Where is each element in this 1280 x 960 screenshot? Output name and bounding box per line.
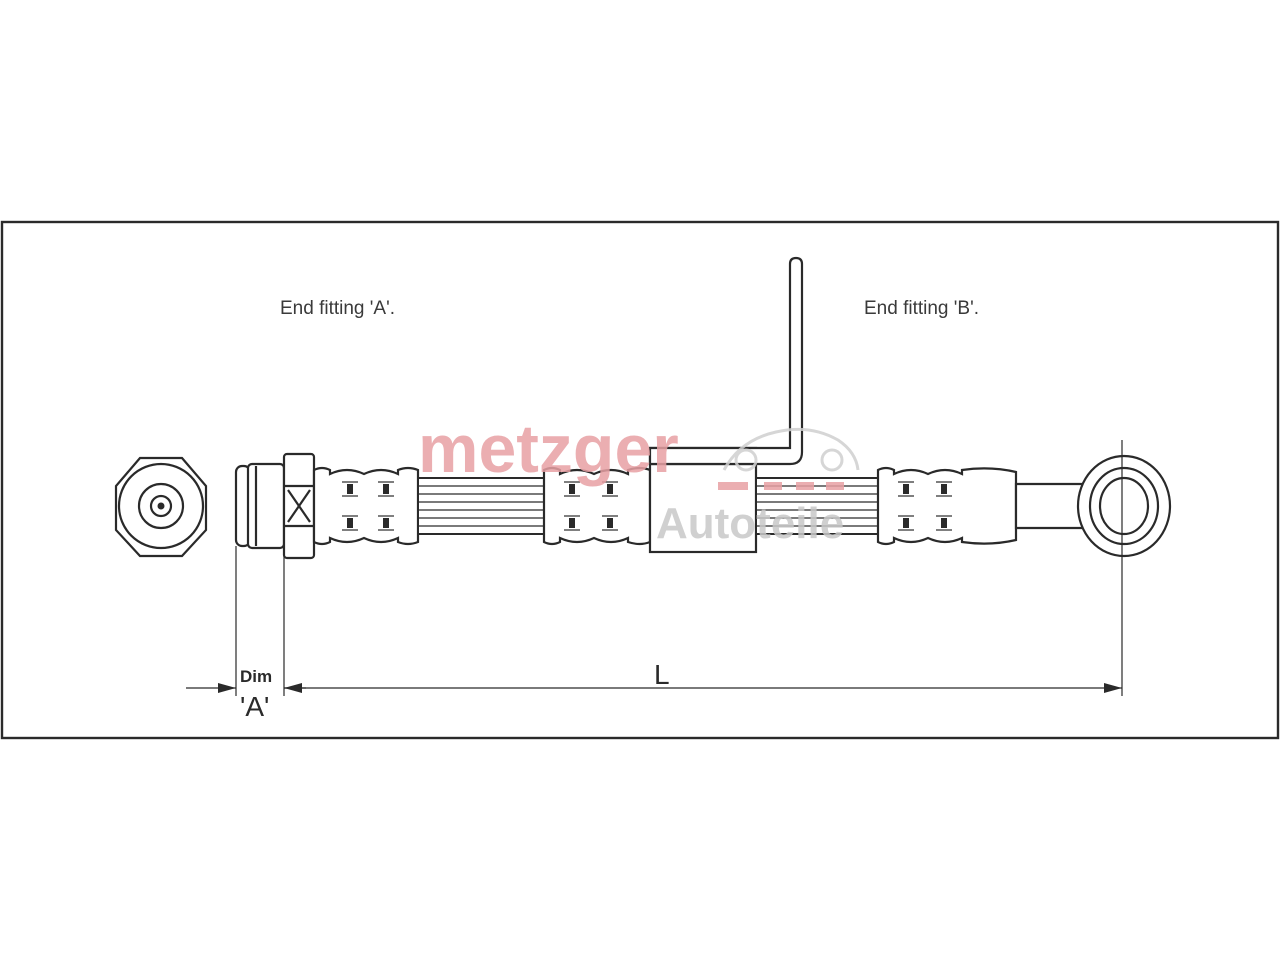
dim-a-label: 'A': [240, 691, 269, 722]
dim-label: Dim: [240, 667, 272, 686]
length-label: L: [654, 659, 670, 690]
crimp-sleeve-3: [876, 466, 1018, 546]
crimp-sleeve-1: [312, 466, 420, 546]
end-fitting-a-label: End fitting 'A'.: [280, 298, 395, 319]
dimension-lines: [186, 440, 1123, 696]
end-fitting-a-side-view: [234, 452, 316, 560]
watermark-car-icon: [722, 427, 860, 472]
watermark-sub-text: Autoteile: [656, 499, 844, 548]
end-fitting-b-banjo: [1014, 454, 1172, 558]
watermark-brand-text: metzger: [418, 411, 679, 487]
end-fitting-a-end-view: [114, 456, 208, 558]
end-fitting-b-label: End fitting 'B'.: [864, 298, 979, 319]
hose-segment-1: [417, 477, 545, 535]
watermark-dashes: [718, 482, 844, 490]
metzger-watermark: metzger Autoteile: [418, 411, 860, 548]
crimp-sleeve-2: [542, 466, 652, 546]
